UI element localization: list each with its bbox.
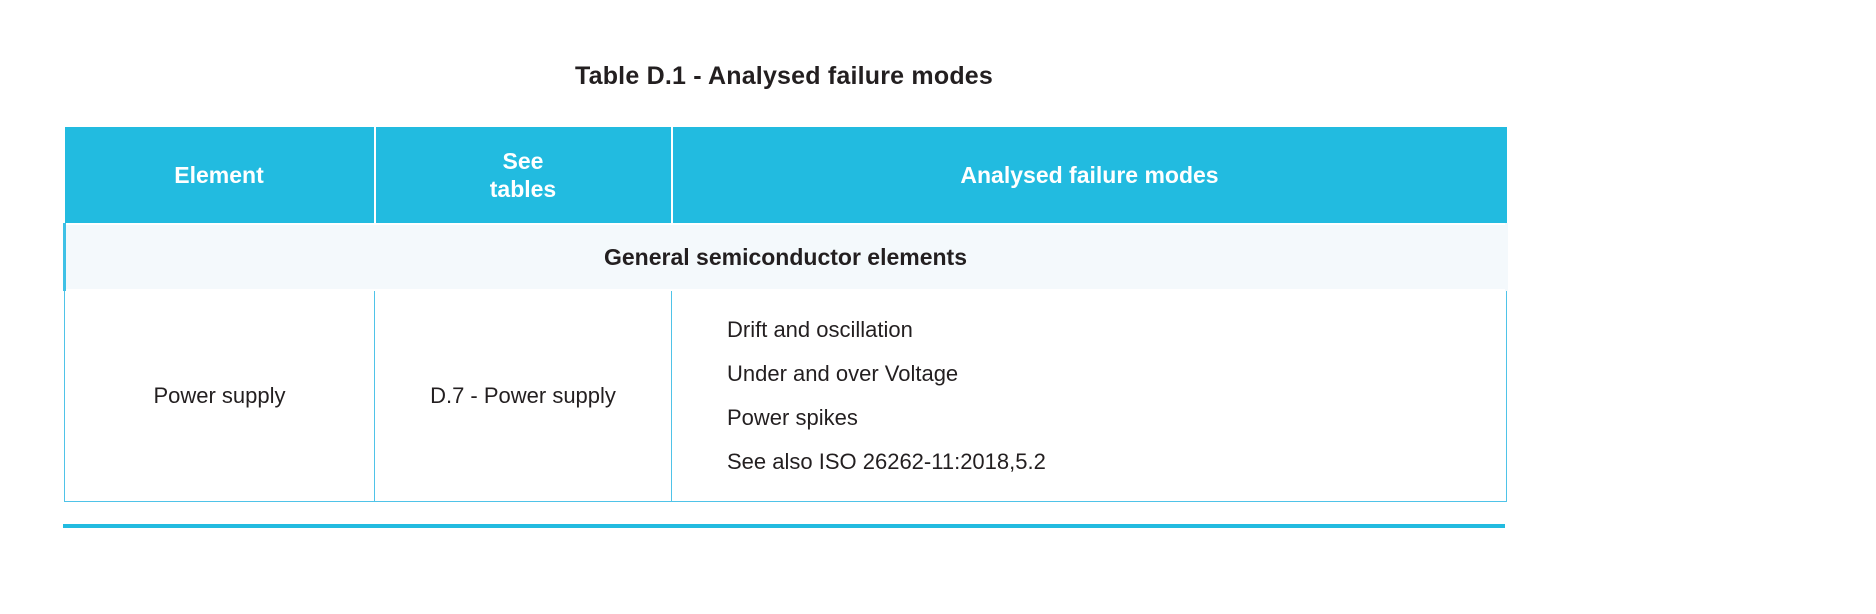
failure-mode-item: Drift and oscillation <box>727 317 913 342</box>
failure-modes-list: Drift and oscillation Under and over Vol… <box>727 319 1488 473</box>
cell-element-power-supply: Power supply <box>64 289 375 502</box>
failure-modes-table-container: Element See tables Analysed failure mode… <box>63 127 1508 502</box>
cell-analysed-failure-modes: Drift and oscillation Under and over Vol… <box>671 289 1507 502</box>
column-header-analysed-failure-modes: Analysed failure modes <box>671 127 1507 224</box>
column-header-element: Element <box>64 127 376 224</box>
failure-modes-table: Element See tables Analysed failure mode… <box>63 127 1508 502</box>
failure-mode-item: Power spikes <box>727 405 858 430</box>
section-heading-general-semiconductor-elements: General semiconductor elements <box>63 223 1508 291</box>
column-header-see-tables: See tables <box>374 127 673 224</box>
column-header-see-tables-line1: See <box>502 147 544 174</box>
page-title: Table D.1 - Analysed failure modes <box>574 62 994 90</box>
table-body: General semiconductor elements Power sup… <box>63 223 1508 502</box>
table-header: Element See tables Analysed failure mode… <box>64 127 1507 224</box>
table-row: Power supply D.7 - Power supply Drift an… <box>64 289 1507 502</box>
cell-see-tables-power-supply: D.7 - Power supply <box>374 289 672 502</box>
failure-mode-item: See also ISO 26262-11:2018,5.2 <box>727 449 1046 474</box>
failure-mode-item: Under and over Voltage <box>727 361 959 386</box>
section-heading-row: General semiconductor elements <box>63 223 1508 291</box>
table-bottom-accent-rule <box>63 524 1505 528</box>
table-header-row: Element See tables Analysed failure mode… <box>64 127 1507 224</box>
column-header-see-tables-line2: tables <box>489 176 557 202</box>
